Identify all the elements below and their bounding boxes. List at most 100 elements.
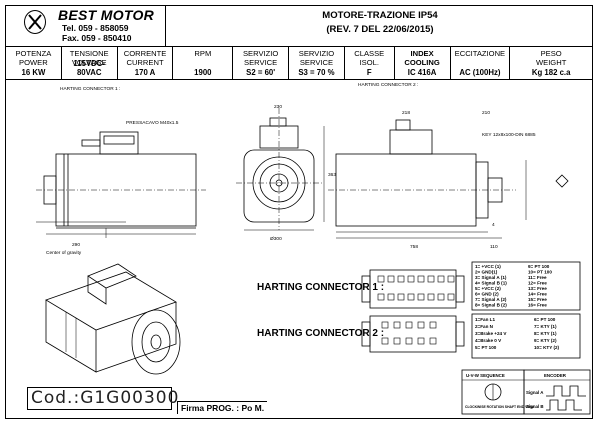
spec-rpm: RPM 1900 <box>173 47 234 79</box>
company-logo-block: BEST MOTOR Tel. 059 - 858059 Fax. 059 - … <box>6 6 166 46</box>
company-logo-icon <box>24 10 46 34</box>
spec-label: POTENZA <box>15 49 52 58</box>
spec-label: PESO <box>540 49 562 58</box>
spec-value: 115VDC-80VAC <box>73 59 106 77</box>
connector-1-pin: 12= Free <box>528 281 547 286</box>
spec-value: 16 KW <box>21 68 46 77</box>
connector-2-pin: 1=Fan L1 <box>475 317 495 322</box>
dim-363: 363 <box>328 172 336 178</box>
spec-label: SERVIZIO <box>298 49 335 58</box>
spec-label: CURRENT <box>126 58 164 67</box>
connector-2-pin: 2=Fan N <box>475 324 494 329</box>
connector-1-pin: 7= Signal A (2) <box>475 297 507 302</box>
motor-side-view <box>36 131 206 238</box>
harting-connector-1-drawing <box>361 269 465 309</box>
spec-label: VOLTAGE <box>71 58 107 67</box>
spec-label: SERVICE <box>244 58 278 67</box>
spec-value: 170 A <box>134 68 156 77</box>
spec-excitation: ECCITAZIONE AC (100Hz) <box>451 47 511 79</box>
encoder-box <box>523 369 591 415</box>
dim-290: 290 <box>72 242 80 248</box>
connector-1-pin: 3= Signal A (1) <box>475 275 507 280</box>
dim-210: 210 <box>482 110 490 116</box>
technical-drawing: HARTING CONNECTOR 1 : HARTING CONNECTOR … <box>36 82 591 415</box>
document-revision: (REV. 7 DEL 22/06/2015) <box>326 24 434 35</box>
connector-2-pin: 8= KTY (1) <box>534 331 557 336</box>
connector-1-pin: 8= Signal B (2) <box>475 303 507 308</box>
motor-side-view-right <box>328 119 569 239</box>
harting-connector-2-label: HARTING CONNECTOR 2 : <box>257 328 385 339</box>
connector-1-pin: 4= Signal B (1) <box>475 281 507 286</box>
harting-1-callout: HARTING CONNECTOR 1 : <box>60 86 120 92</box>
company-name: BEST MOTOR <box>58 7 155 23</box>
connector-1-pin: 6= GND (2) <box>475 292 499 297</box>
spec-value: S2 = 60' <box>246 68 276 77</box>
harting-2-callout: HARTING CONNECTOR 2 : <box>358 82 418 88</box>
connector-1-pin: 16= Free <box>528 303 547 308</box>
company-tel: Tel. 059 - 858059 <box>62 23 129 33</box>
pressacavo-callout: PRESSACAVO M40x1.5 <box>126 120 179 126</box>
spec-label: ECCITAZIONE <box>454 49 506 58</box>
spec-label: SERVICE <box>299 58 334 67</box>
spec-label: TENSIONE <box>69 49 109 58</box>
document-title-block: MOTORE-TRAZIONE IP54 (REV. 7 DEL 22/06/2… <box>166 6 594 46</box>
sequence-note: CLOCKWISE ROTATION SHAFT END VIEW <box>465 405 535 409</box>
spec-label: WEIGHT <box>535 58 567 67</box>
signature-label: Firma PROG. : Po M. <box>177 401 268 414</box>
dim-230: 230 <box>274 104 282 110</box>
spec-value: S3 = 70 % <box>298 68 335 77</box>
connector-1-pin: 10= PT 100 <box>528 270 552 275</box>
spec-value: F <box>366 68 372 77</box>
connector-2-pin: 3=Brake +24 V <box>475 331 507 336</box>
connector-2-pin: 9= KTY (2) <box>534 338 557 343</box>
spec-value: IC 416A <box>407 68 437 77</box>
company-fax: Fax. 059 - 850410 <box>62 33 132 43</box>
center-gravity-label: Center of gravity <box>46 250 82 256</box>
harting-connector-1-label: HARTING CONNECTOR 1 : <box>257 282 385 293</box>
encoder-signal-a: Signal A <box>526 390 544 395</box>
dim-4: 4 <box>492 222 495 228</box>
encoder-signal-a-waveform <box>546 385 586 397</box>
connector-1-pin-table <box>471 261 581 311</box>
dim-300: Ø300 <box>270 236 282 242</box>
connector-1-pin: 13= Free <box>528 286 547 291</box>
spec-label: CORRENTE <box>123 49 167 58</box>
dim-218: 218 <box>402 110 410 116</box>
connector-1-pin: 1= +VCC (1) <box>475 264 501 269</box>
spec-value: AC (100Hz) <box>459 68 501 77</box>
motor-front-view <box>236 108 325 231</box>
spec-label: ISOL. <box>359 58 379 67</box>
spec-label: CLASSE <box>354 49 385 58</box>
encoder-title: ENCODER <box>544 373 567 378</box>
sequence-title: U-V-W SEQUENCE <box>466 373 505 378</box>
motor-isometric-view <box>45 263 181 375</box>
spec-index-cooling: INDEX COOLING IC 416A <box>395 47 451 79</box>
dim-110: 110 <box>490 244 498 250</box>
spec-label: SERVIZIO <box>242 49 279 58</box>
connector-1-pin: 2= GND(1) <box>475 270 498 275</box>
product-code: Cod.:G1G00300 <box>27 387 178 410</box>
document-title: MOTORE-TRAZIONE IP54 <box>322 10 438 21</box>
harting-connector-2-drawing <box>361 315 465 353</box>
connector-2-pin: 10= KTY (2) <box>534 345 560 350</box>
connector-1-pin: 15= Free <box>528 297 547 302</box>
key-callout: KEY 12x8x100-DIN 6885 <box>482 132 536 138</box>
encoder-signal-b: Signal B <box>526 404 544 409</box>
spec-label: INDEX COOLING <box>404 49 440 67</box>
connector-2-pin: 5= PT 100 <box>475 345 497 350</box>
encoder-signal-b-waveform <box>546 399 582 411</box>
spec-label: RPM <box>194 49 212 58</box>
spec-value: Kg 182 c.a <box>531 68 571 77</box>
connector-1-pin: 9= PT 100 <box>528 264 550 269</box>
drawing-sheet: BEST MOTOR Tel. 059 - 858059 Fax. 059 - … <box>5 5 593 419</box>
spec-value: 1900 <box>194 68 212 77</box>
connector-2-pin: 4=Brake 0 V <box>475 338 502 343</box>
connector-2-pin: 7= KTY (1) <box>534 324 557 329</box>
connector-2-pin: 6= PT 100 <box>534 317 556 322</box>
